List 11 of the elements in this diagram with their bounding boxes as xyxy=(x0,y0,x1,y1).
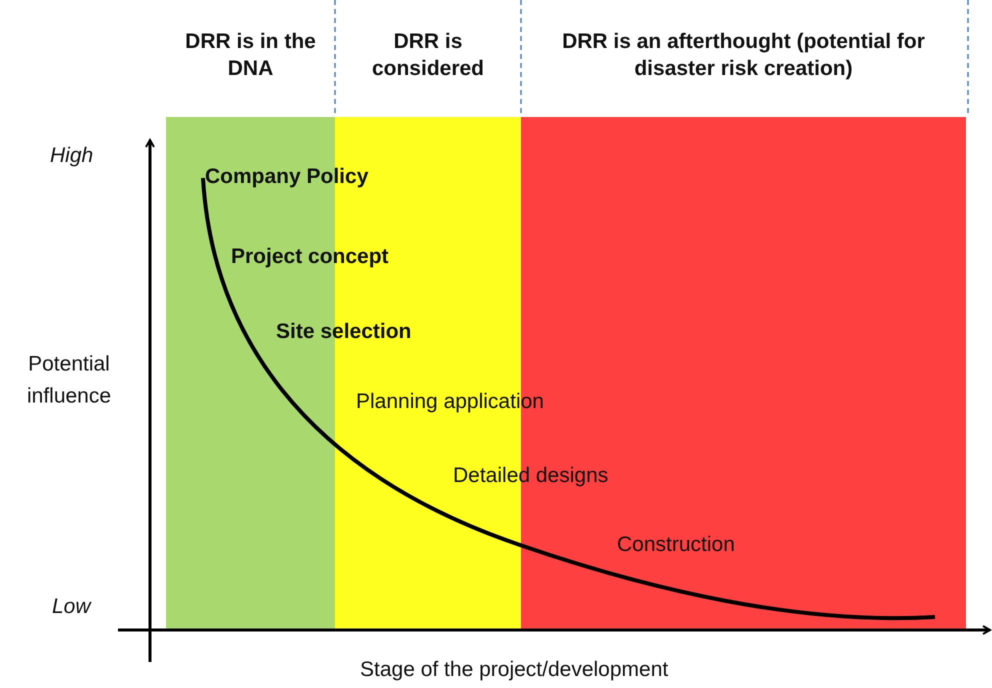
axis-label: Low xyxy=(52,595,91,619)
stage-label: Construction xyxy=(617,533,735,557)
band-heading: DRR is an afterthought (potential for disaster risk creation) xyxy=(561,28,926,82)
axis-title: Stage of the project/development xyxy=(360,658,668,682)
axis-label: High xyxy=(50,144,94,168)
band-heading: DRR is considered xyxy=(370,28,486,82)
band-heading: DRR is in the DNA xyxy=(184,28,317,82)
axis-title: Potential influence xyxy=(26,352,112,409)
stage-label: Site selection xyxy=(276,320,412,344)
stage-label: Project concept xyxy=(231,245,389,269)
stage-label: Company Policy xyxy=(205,165,368,189)
